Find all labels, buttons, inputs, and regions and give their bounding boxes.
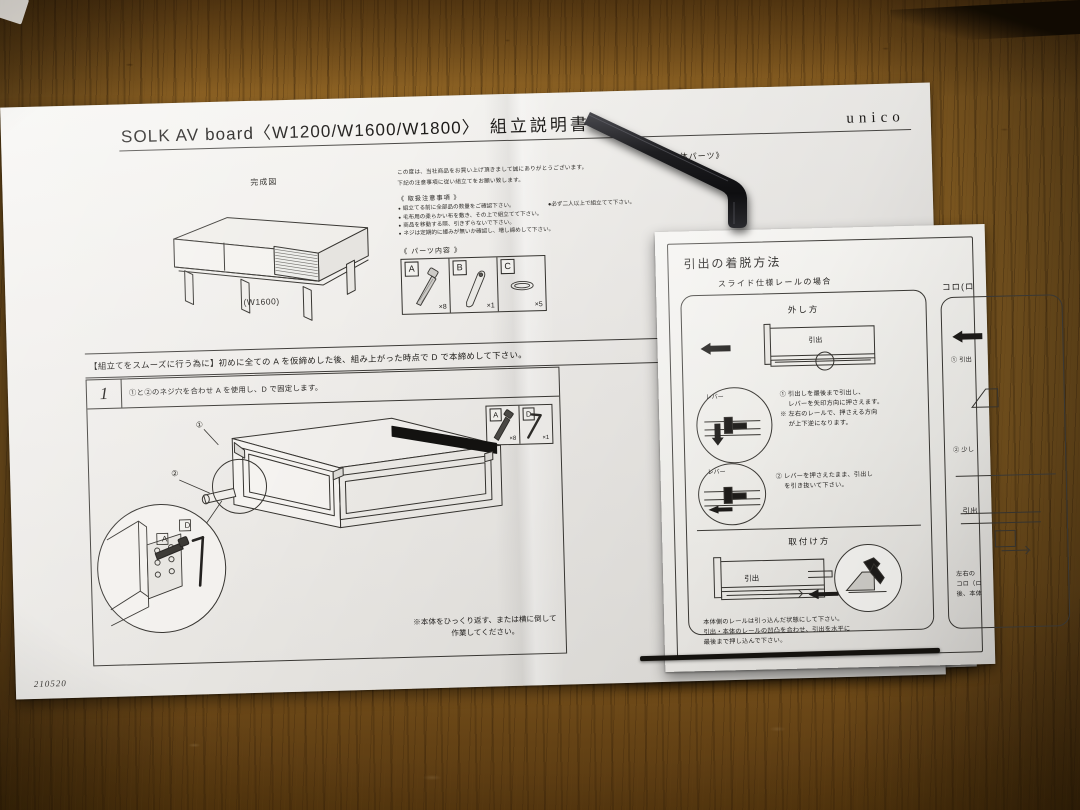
lever-label: レバー xyxy=(707,469,726,476)
dowel-icon xyxy=(449,257,497,312)
parts-table: A ×8 B xyxy=(400,254,547,315)
washer-icon xyxy=(497,256,545,311)
step-1-illustration: ① ② A D xyxy=(91,400,562,662)
install-rail-detail xyxy=(845,557,887,593)
drawer-sheet-title: 引出の着脱方法 xyxy=(683,255,782,272)
finished-product-illustration xyxy=(131,189,394,326)
step-parts-cell-a: A ×8 xyxy=(486,405,521,445)
svg-text:D: D xyxy=(184,521,190,530)
hexkey-icon xyxy=(519,405,552,444)
removal-step-1-text: ① 引出しを最後まで引出し、 レバーを矢印方向に押さえます。 ※ 左右のレールで… xyxy=(780,387,921,430)
drawer-label: 引出 xyxy=(744,573,760,584)
removal-step-2-text: ② レバーを押さえたまま、引出し を引き抜いて下さい。 xyxy=(776,469,920,492)
lever-label: レバー xyxy=(705,394,724,401)
install-text: 本体側のレールは引っ込んだ状態にして下さい。 引出・本体のレールの凹凸を合わせ、… xyxy=(703,613,928,648)
parts-cell-b: B ×1 xyxy=(449,257,499,313)
part-qty: ×1 xyxy=(486,302,495,310)
slide-rail-card: 外し方 引出 レバー xyxy=(680,289,935,646)
product-name: SOLK AV board xyxy=(120,123,255,147)
step-note: ※本体をひっくり返す、または横に倒して 作業してください。 xyxy=(413,613,557,641)
document-title: SOLK AV board〈W1200/W1600/W1800〉組立説明書 xyxy=(121,110,591,148)
step-parts-table: A ×8 D ×1 xyxy=(485,403,554,446)
bolt-icon xyxy=(486,406,519,445)
install-section-title: 取付け方 xyxy=(788,535,831,547)
roller-rail-title: コロ(ロ xyxy=(941,281,975,293)
svg-text:①: ① xyxy=(196,420,203,429)
body-parts-label: 《本体パーツ》 xyxy=(661,151,725,162)
lever-mechanism-1 xyxy=(704,416,761,446)
roller-divider xyxy=(955,473,1056,477)
step-parts-cell-d: D ×1 xyxy=(519,405,552,444)
part-qty: ×8 xyxy=(438,303,447,311)
part-qty: ×5 xyxy=(534,301,543,309)
lever-mechanism-2 xyxy=(704,486,761,514)
roller-step-1: ① 引出 xyxy=(950,356,973,364)
svg-text:②: ② xyxy=(171,469,178,478)
brand-logo: unico xyxy=(846,109,905,127)
intro-line-2: 下記の注意事項に従い組立てをお願い致します。 xyxy=(397,177,525,188)
roller-rail-card: ① 引出 ② 少し 引出 左右の コロ（ロ xyxy=(940,294,1071,630)
main-instruction-sheet: SOLK AV board〈W1200/W1600/W1800〉組立説明書 un… xyxy=(0,82,946,700)
parts-cell-c: C ×5 xyxy=(497,256,545,311)
finished-figure-label: 完成図 xyxy=(250,177,278,187)
install-arrow-icon xyxy=(808,589,839,600)
left-arrow-icon xyxy=(700,342,731,355)
roller-text-line: 左右の xyxy=(956,570,976,578)
svg-text:A: A xyxy=(162,534,168,543)
document-type: 組立説明書 xyxy=(489,114,591,137)
roller-arrow-icon xyxy=(952,330,983,343)
roller-text: 左右の コロ（ロ 後、本体 xyxy=(956,569,982,599)
roller-text-line: コロ（ロ xyxy=(956,580,983,588)
parts-cell-a: A ×8 xyxy=(401,258,451,314)
roller-text-line: 後、本体 xyxy=(956,590,983,598)
product-sizes: 〈W1200/W1600/W1800〉 xyxy=(253,117,481,143)
document-number: 210520 xyxy=(33,678,67,689)
roller-step-2: ② 少し xyxy=(953,446,975,454)
parts-heading: 《 パーツ内容 》 xyxy=(400,247,463,256)
step-instruction: ①と②のネジ穴を合わせ A を使用し、D で固定します。 xyxy=(128,383,323,398)
step-number: 1 xyxy=(86,379,123,409)
roller-detail xyxy=(971,388,999,408)
step-1-panel: 1 ①と②のネジ穴を合わせ A を使用し、D で固定します。 A ×8 D xyxy=(85,366,568,667)
bolt-icon xyxy=(401,259,449,314)
removal-section-title: 外し方 xyxy=(787,304,820,315)
finished-figure-caption: (W1600) xyxy=(243,296,280,308)
section-divider xyxy=(696,524,921,532)
drawer-label: 引出 xyxy=(808,337,823,345)
roller-install-diagram xyxy=(960,511,1041,555)
drawer-instruction-sheet: 引出の着脱方法 スライド仕様レールの場合 外し方 引出 xyxy=(654,224,1071,672)
